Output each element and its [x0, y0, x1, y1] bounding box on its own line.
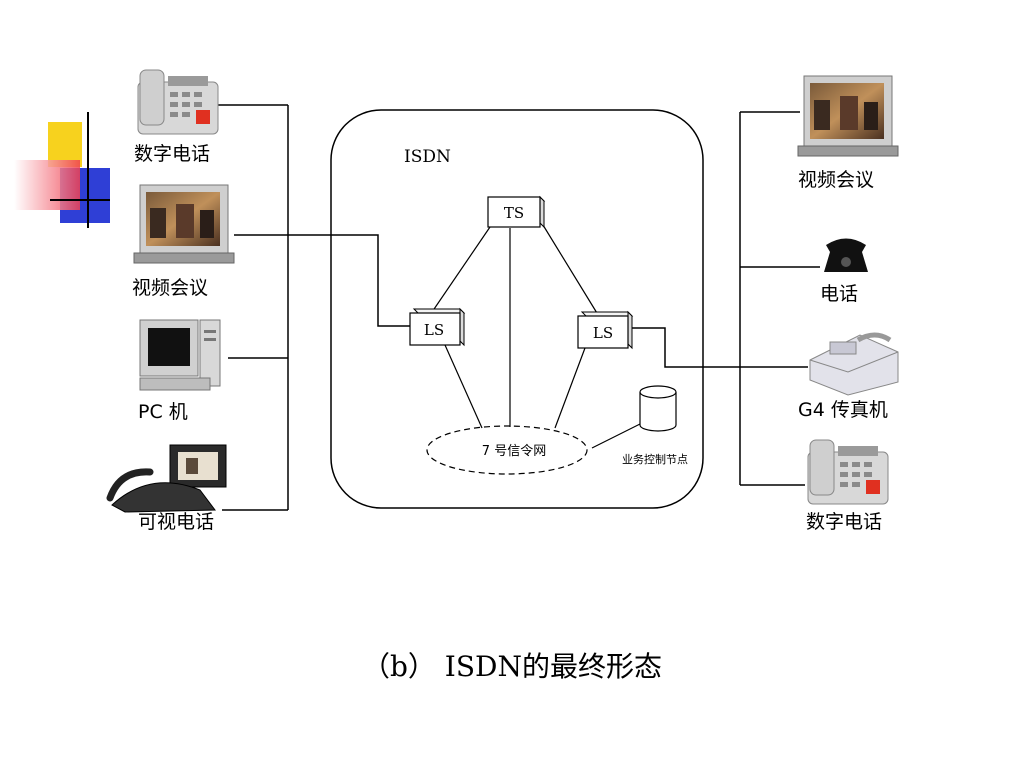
device-label-right-3: G4 传真机: [798, 399, 888, 421]
device-label-right-4: 数字电话: [806, 511, 882, 533]
ls-node-right: LS: [577, 310, 634, 350]
right-links: [630, 111, 820, 486]
device-label-right-1: 视频会议: [798, 169, 874, 191]
device-label-left-4: 可视电话: [138, 511, 214, 533]
video-phone-icon: [106, 444, 227, 513]
isdn-network-boundary: [330, 109, 704, 509]
digital-phone-icon: [807, 439, 889, 505]
slide-ornament: [14, 112, 110, 228]
left-links: [218, 104, 410, 511]
service-control-point-label: 业务控制节点: [622, 452, 688, 466]
device-label-left-1: 数字电话: [134, 143, 210, 165]
isdn-title: ISDN: [404, 147, 451, 167]
ts-label: TS: [504, 204, 524, 222]
ls-left-label: LS: [424, 321, 444, 339]
ls-node-left: LS: [409, 307, 466, 347]
device-label-left-3: PC 机: [138, 401, 188, 423]
fax-icon: [809, 332, 899, 396]
pc-icon: [139, 319, 221, 391]
device-label-right-2: 电话: [820, 283, 858, 305]
figure-caption: （b） ISDN的最终形态: [361, 650, 663, 683]
telephone-icon: [824, 238, 868, 272]
database-icon: [639, 385, 677, 432]
ls-right-label: LS: [593, 324, 613, 342]
device-label-left-2: 视频会议: [132, 277, 208, 299]
network-links: [429, 224, 649, 449]
signaling-network-label: 7 号信令网: [482, 444, 546, 459]
video-conference-icon: [797, 75, 899, 157]
video-conference-icon: [133, 184, 235, 264]
signaling-network: [426, 425, 588, 475]
digital-phone-icon: [137, 69, 219, 135]
ts-node: TS: [487, 195, 546, 229]
